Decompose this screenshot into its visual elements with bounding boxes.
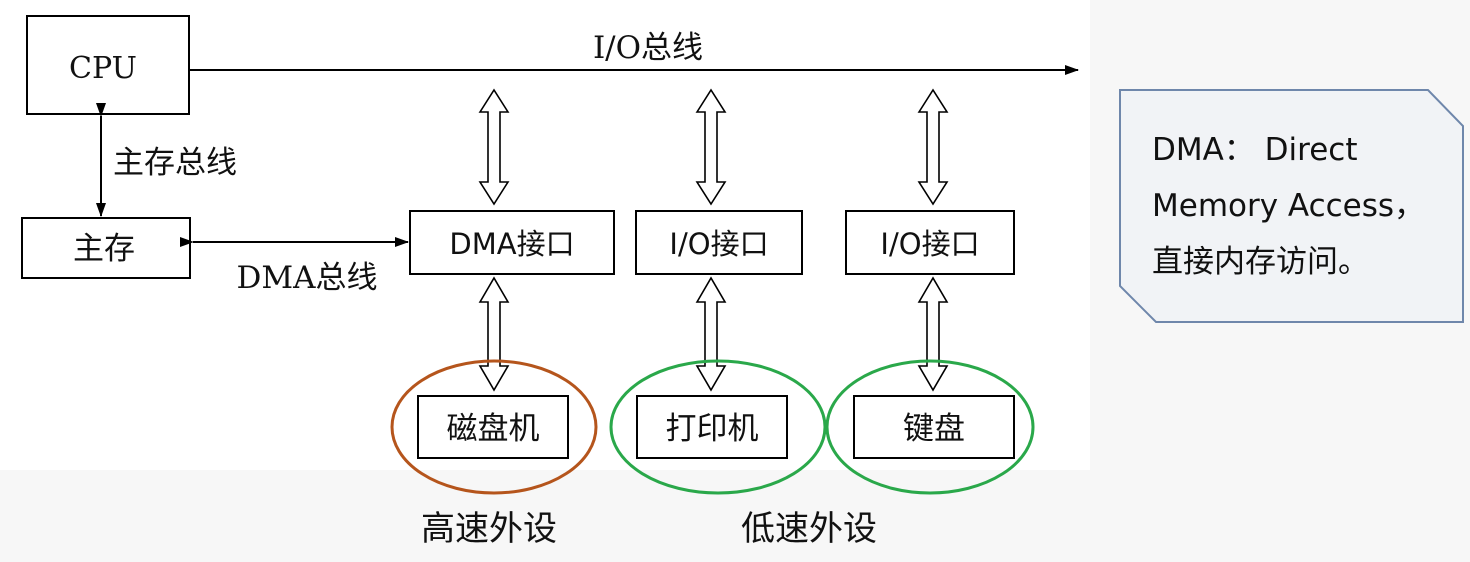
note-line-1: DMA： Direct	[1152, 132, 1358, 168]
io-interface-2-upper-double-arrow	[917, 88, 949, 206]
disk-label: 磁盘机	[447, 411, 540, 447]
io-interface-box-2	[845, 210, 1015, 275]
cpu-box	[26, 15, 190, 115]
note-text: DMA： Direct Memory Access， 直接内存访问。	[1152, 122, 1452, 290]
printer-double-arrow	[695, 276, 727, 392]
note-callout	[1119, 89, 1464, 323]
io-bus-label: I/O总线	[593, 30, 703, 66]
low-speed-label: 低速外设	[741, 509, 877, 549]
low-speed-keyboard-ellipse	[825, 359, 1035, 495]
io-interface-box-1	[635, 210, 803, 275]
io-interface-1-upper-double-arrow	[695, 88, 727, 206]
dma-bus-label: DMA总线	[237, 260, 378, 296]
dma-architecture-diagram: I/O总线 CPU 主存总线 主存 DMA总线 DMA接口 I/O接口 I/O接…	[21, 15, 1079, 549]
memory-bus-label: 主存总线	[113, 145, 237, 181]
main-memory-box	[21, 217, 191, 279]
cpu-label: CPU	[69, 51, 137, 86]
dma-interface-box	[409, 210, 615, 275]
disk-double-arrow	[478, 276, 510, 392]
io-interface-label-1: I/O接口	[669, 227, 768, 261]
main-memory-label: 主存	[73, 231, 135, 267]
dma-interface-upper-double-arrow	[478, 88, 510, 206]
keyboard-box	[853, 395, 1015, 459]
keyboard-double-arrow	[917, 276, 949, 392]
printer-label: 打印机	[666, 411, 759, 447]
high-speed-label: 高速外设	[421, 509, 557, 549]
note-line-2: Memory Access，	[1152, 188, 1426, 224]
disk-box	[417, 395, 569, 459]
printer-box	[636, 395, 788, 459]
io-interface-label-2: I/O接口	[880, 227, 979, 261]
note-line-3: 直接内存访问。	[1152, 244, 1369, 280]
low-speed-printer-ellipse	[609, 359, 827, 495]
dma-interface-label: DMA接口	[449, 227, 574, 261]
high-speed-group-ellipse	[390, 359, 598, 495]
keyboard-label: 键盘	[903, 411, 965, 447]
